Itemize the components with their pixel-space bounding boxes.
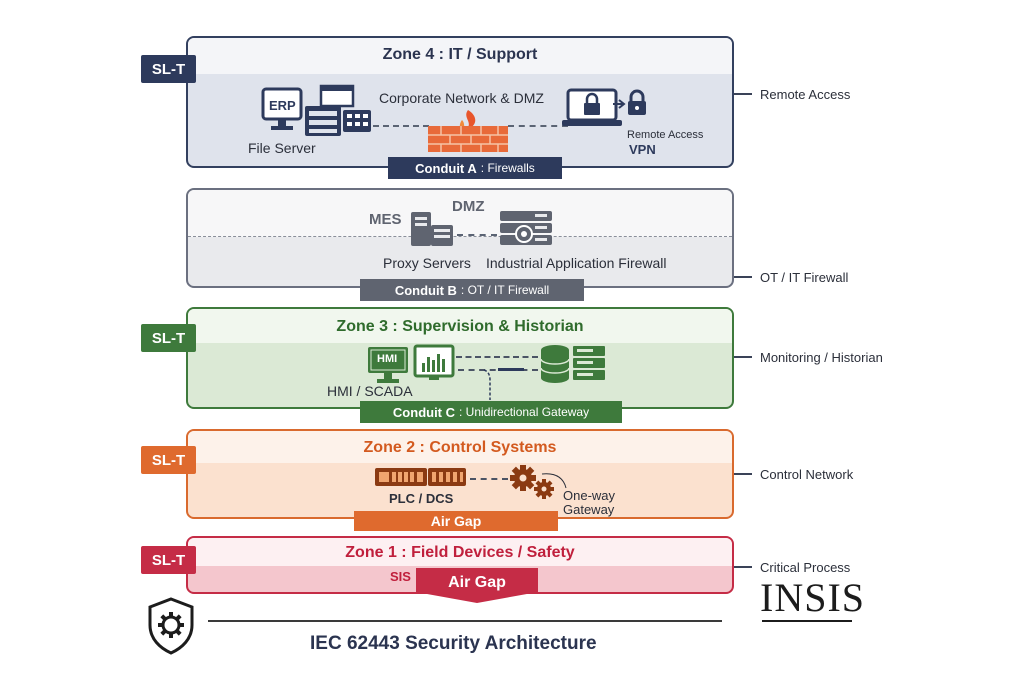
sis-label: SIS — [390, 569, 411, 584]
insis-logo: INSIS — [760, 575, 866, 620]
dmz-side-label: OT / IT Firewall — [760, 270, 849, 285]
air-gap-bar-zone-2: Air Gap — [354, 511, 558, 531]
zone-2-title: Zone 2 : Control Systems — [363, 439, 557, 456]
zone-3-box: Zone 3 : Supervision & Historian — [186, 307, 734, 409]
unidirectional-marker — [498, 368, 524, 371]
file-server-label: File Server — [248, 140, 316, 156]
hmi-monitor-icon — [368, 347, 408, 383]
conduit-b-name: Conduit B — [394, 282, 457, 298]
air-gap-arrow-shape — [416, 568, 538, 603]
proxy-servers-label: Proxy Servers — [383, 255, 471, 271]
remote-access-label: Remote Access — [627, 129, 704, 141]
hmi-label: HMI — [377, 353, 398, 365]
conduit-a-name: Conduit A — [415, 160, 477, 176]
zone-4-sl-badge: SL-T — [141, 55, 196, 83]
footer-title: IEC 62443 Security Architecture — [310, 633, 597, 654]
conduit-b: Conduit B : OT / IT Firewall — [360, 279, 584, 301]
zone-2-box: Zone 2 : Control Systems — [186, 429, 734, 519]
zone-3-sl-badge: SL-T — [141, 324, 196, 352]
erp-label: ERP — [269, 98, 296, 113]
zone-3-link-top — [456, 356, 538, 358]
zone-4-link-right — [508, 125, 568, 127]
zone-3-connector — [734, 356, 752, 358]
padlock-icon — [628, 89, 646, 115]
conduit-a: Conduit A : Firewalls — [388, 157, 562, 179]
conduit-c-type: : Unidirectional Gateway — [459, 405, 590, 419]
one-way-label: One-way — [563, 488, 616, 503]
zone-2-sl-badge: SL-T — [141, 446, 196, 474]
vpn-label: VPN — [629, 142, 656, 157]
conduit-c: Conduit C : Unidirectional Gateway — [360, 401, 622, 423]
zone-2-side-label: Control Network — [760, 467, 854, 482]
conduit-a-type: : Firewalls — [480, 161, 535, 175]
zone-1-sl-badge: SL-T — [141, 546, 196, 574]
air-gap-label-zone-1: Air Gap — [448, 574, 506, 591]
zone-1-title: Zone 1 : Field Devices / Safety — [345, 544, 575, 561]
laptop-lock-icon — [562, 88, 622, 126]
zone-4-connector — [734, 93, 752, 95]
industrial-firewall-label: Industrial Application Firewall — [486, 255, 667, 271]
conduit-c-name: Conduit C — [392, 404, 456, 420]
proxy-server-icon — [411, 212, 453, 246]
arrow-right-icon — [613, 99, 626, 109]
erp-monitor-icon — [261, 87, 303, 130]
gateway-label: Gateway — [563, 502, 615, 517]
corporate-network-label: Corporate Network & DMZ — [379, 90, 544, 106]
footer-divider — [208, 620, 722, 622]
shield-gear-icon — [148, 597, 194, 655]
gateway-path-icon — [483, 369, 491, 400]
logo-underline — [762, 620, 852, 622]
plc-dcs-icon — [375, 468, 466, 486]
dmz-label: DMZ — [452, 198, 485, 215]
mes-label: MES — [369, 211, 402, 228]
dmz-link — [457, 234, 497, 236]
zone-4-title: Zone 4 : IT / Support — [382, 46, 538, 63]
zone-4-side-label: Remote Access — [760, 87, 851, 102]
zone-2-connector — [734, 473, 752, 475]
zone-1-connector — [734, 566, 752, 568]
firewall-icon — [428, 110, 508, 152]
air-gap-label-zone-2: Air Gap — [430, 513, 482, 529]
file-server-icon — [305, 84, 371, 136]
zone-3-title: Zone 3 : Supervision & Historian — [336, 318, 584, 335]
gears-icon — [510, 465, 554, 499]
conduit-b-type: : OT / IT Firewall — [460, 283, 550, 297]
hmi-scada-label: HMI / SCADA — [327, 383, 413, 399]
scada-chart-icon — [413, 344, 455, 380]
zone-1-side-label: Critical Process — [760, 560, 851, 575]
zone-4-link-left — [373, 125, 429, 127]
zone-2-link — [470, 478, 508, 480]
dmz-connector — [734, 276, 752, 278]
zone-3-side-label: Monitoring / Historian — [760, 350, 883, 365]
plc-dcs-label: PLC / DCS — [389, 491, 454, 506]
historian-database-icon — [540, 345, 605, 383]
app-firewall-server-icon — [500, 211, 552, 245]
gateway-pointer-icon — [541, 473, 567, 489]
